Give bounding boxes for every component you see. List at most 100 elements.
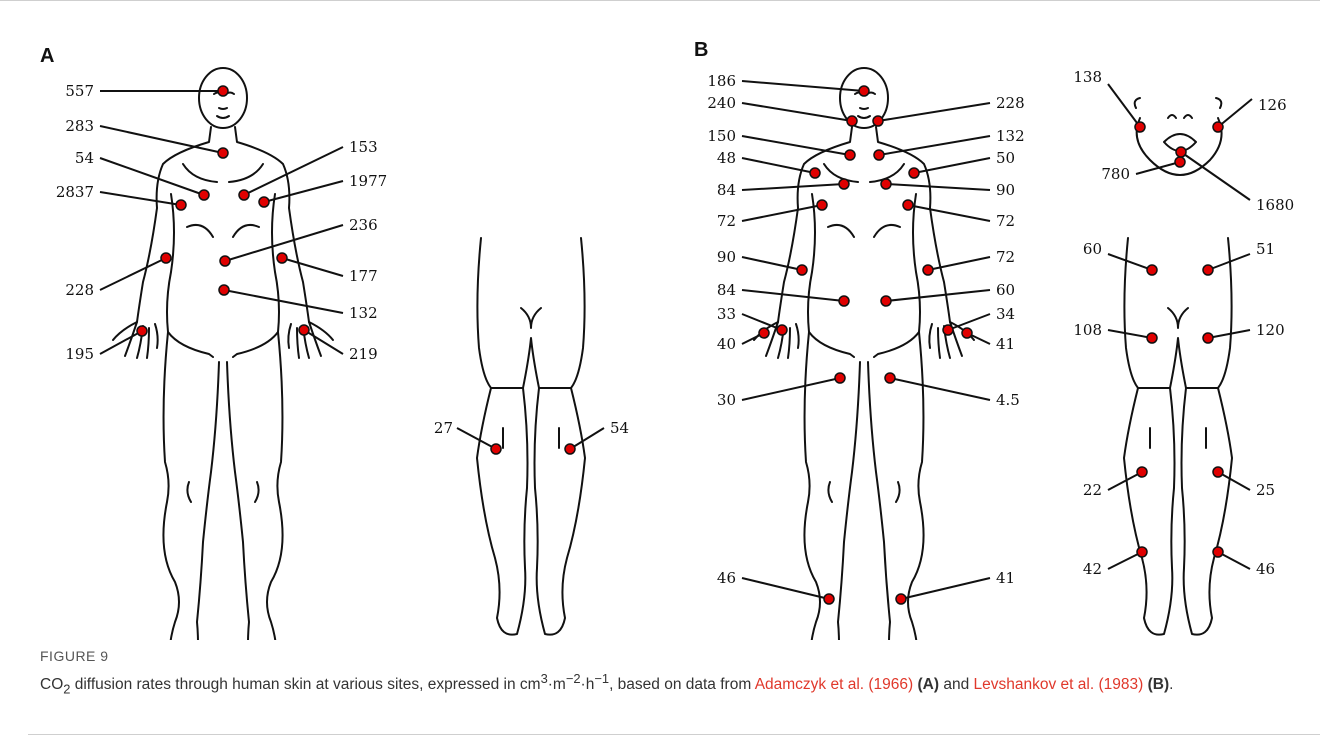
value-a-forearm-left: 228 [65,281,94,299]
panel-label-b: B [694,39,708,61]
marker-b-heel-right [1213,547,1223,557]
value-a-forehead: 557 [65,82,94,100]
value-b-buttock-left: 108 [1073,321,1102,339]
marker-b-abdomen-right [881,296,891,306]
caption-text: CO2 diffusion rates through human skin a… [40,668,1280,699]
marker-b-armpit-left [1135,122,1145,132]
value-b-lower-back-right: 51 [1256,240,1275,258]
value-a-knee-back-left: 27 [434,419,453,437]
reference-link-adamczyk[interactable]: Adamczyk et al. (1966) [755,676,914,693]
value-a-shoulder-left: 2837 [56,183,94,201]
marker-b-wrist-left [777,325,787,335]
value-b-genital-right: 1680 [1256,196,1294,214]
marker-b-calf-right [1213,467,1223,477]
marker-b-lower-back-right [1203,265,1213,275]
marker-b-foot-right [896,594,906,604]
value-a-hand-right: 219 [349,345,378,363]
value-b-calf-left: 22 [1083,481,1102,499]
marker-b-genital-left [1175,157,1185,167]
value-b-axilla-right: 72 [996,212,1015,230]
value-b-shoulder-left: 48 [717,149,736,167]
marker-a-forearm-left [161,253,171,263]
marker-b-foot-left [824,594,834,604]
value-b-armpit-right: 126 [1258,96,1287,114]
value-a-knee-back-right: 54 [610,419,629,437]
marker-a-hand-right [299,325,309,335]
panel-label-a: A [40,45,54,67]
marker-b-genital-right [1176,147,1186,157]
value-b-foot-left: 46 [717,569,736,587]
value-a-abdomen-lower: 132 [349,304,378,322]
value-a-abdomen-upper: 236 [349,216,378,234]
value-b-buttock-right: 120 [1256,321,1285,339]
reference-link-levshankov[interactable]: Levshankov et al. (1983) [974,676,1144,693]
value-b-foot-right: 41 [996,569,1015,587]
value-b-palm-right: 41 [996,335,1015,353]
annotations-b: 186 240 150 48 84 72 90 84 33 40 30 46 2… [707,68,1294,604]
value-b-neck-right: 132 [996,127,1025,145]
value-b-genital-left: 780 [1101,165,1130,183]
marker-b-heel-left [1137,547,1147,557]
value-b-abdomen-right: 60 [996,281,1015,299]
value-b-neck-left: 150 [707,127,736,145]
value-b-thigh-left: 30 [717,391,736,409]
marker-b-lower-back-left [1147,265,1157,275]
value-a-chest-left: 54 [75,149,94,167]
annotations-a: 557 283 54 2837 228 195 153 1977 236 177… [56,82,629,454]
value-b-shoulder-right: 50 [996,149,1015,167]
marker-b-axilla-right [903,200,913,210]
value-b-cheek-right: 228 [996,94,1025,112]
value-b-forearm-right: 72 [996,248,1015,266]
marker-b-forearm-left [797,265,807,275]
marker-b-buttock-right [1203,333,1213,343]
marker-a-knee-right [565,444,575,454]
marker-b-neck-left [845,150,855,160]
marker-b-cheek-right [873,116,883,126]
value-a-neck: 283 [65,117,94,135]
figure-number: FIGURE 9 [40,648,1280,664]
panel-tag-b: (B) [1148,676,1170,693]
figure-diagram: A B 557 283 54 2837 228 195 153 1977 236… [0,0,1320,640]
marker-a-knee-left [491,444,501,454]
value-b-heel-right: 46 [1256,560,1275,578]
marker-b-wrist-right [943,325,953,335]
marker-b-palm-left [759,328,769,338]
value-b-palm-left: 40 [717,335,736,353]
value-b-forearm-left: 90 [717,248,736,266]
back-legs-a [477,238,585,635]
marker-a-shoulder-left [176,200,186,210]
value-b-thigh-right: 4.5 [996,391,1020,409]
marker-a-chest-right [239,190,249,200]
marker-b-axilla-left [817,200,827,210]
marker-b-palm-right [962,328,972,338]
marker-a-forehead [218,86,228,96]
marker-b-forearm-right [923,265,933,275]
marker-b-abdomen-left [839,296,849,306]
marker-a-hand-left [137,326,147,336]
marker-b-calf-left [1137,467,1147,477]
marker-b-forehead [859,86,869,96]
value-b-wrist-left: 33 [717,305,736,323]
value-b-forehead: 186 [707,72,736,90]
marker-b-shoulder-right [909,168,919,178]
value-a-shoulder-right: 1977 [349,172,387,190]
marker-b-thigh-right [885,373,895,383]
marker-b-shoulder-left [810,168,820,178]
figure-caption: FIGURE 9 CO2 diffusion rates through hum… [40,648,1280,699]
marker-a-forearm-right [277,253,287,263]
front-body-b [754,68,974,640]
value-b-cheek-left: 240 [707,94,736,112]
value-b-armpit-left: 138 [1073,68,1102,86]
marker-b-buttock-left [1147,333,1157,343]
value-b-lower-back-left: 60 [1083,240,1102,258]
marker-b-neck-right [874,150,884,160]
value-b-chest-right: 90 [996,181,1015,199]
value-b-heel-left: 42 [1083,560,1102,578]
marker-b-thigh-left [835,373,845,383]
value-a-chest-right: 153 [349,138,378,156]
value-b-calf-right: 25 [1256,481,1275,499]
value-b-chest-left: 84 [717,181,736,199]
marker-b-chest-left [839,179,849,189]
marker-a-shoulder-right [259,197,269,207]
marker-b-chest-right [881,179,891,189]
